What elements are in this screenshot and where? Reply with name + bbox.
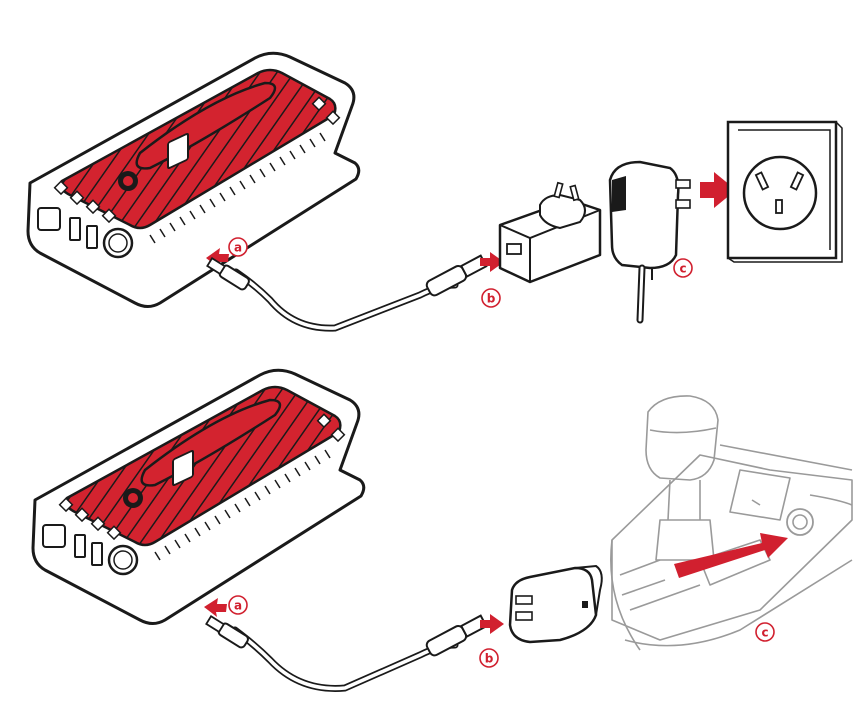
- bottom-diagram: a b: [31, 368, 853, 692]
- top-diagram: a b: [26, 51, 843, 332]
- arrow-c-top: [700, 172, 736, 208]
- step-label-b-top: b: [481, 288, 501, 308]
- svg-text:b: b: [485, 652, 494, 666]
- step-label-a-top: a: [228, 237, 248, 257]
- arrow-c-bottom: [674, 533, 788, 578]
- usb-cable-top: [205, 254, 488, 332]
- arrow-b-bottom: [480, 614, 504, 634]
- jump-starter-top: [26, 51, 361, 309]
- step-label-a-bottom: a: [228, 595, 248, 615]
- car-console: [610, 395, 853, 651]
- svg-text:c: c: [679, 262, 686, 276]
- svg-text:a: a: [234, 241, 242, 255]
- step-label-c-bottom: c: [755, 622, 775, 642]
- arrow-b-top: [480, 252, 504, 272]
- usb-cable-bottom: [204, 613, 488, 692]
- wall-outlet: [726, 120, 843, 263]
- jump-starter-bottom: [31, 368, 366, 625]
- car-charger: [508, 564, 603, 644]
- step-label-b-bottom: b: [479, 648, 499, 668]
- svg-text:a: a: [234, 599, 242, 613]
- wall-adapter-side: [608, 160, 691, 324]
- step-label-c-top: c: [673, 258, 693, 278]
- svg-text:c: c: [761, 626, 768, 640]
- svg-text:b: b: [487, 292, 496, 306]
- wall-adapter: [498, 181, 602, 284]
- arrow-a-bottom: [204, 598, 227, 617]
- arrow-a-top: [206, 248, 229, 268]
